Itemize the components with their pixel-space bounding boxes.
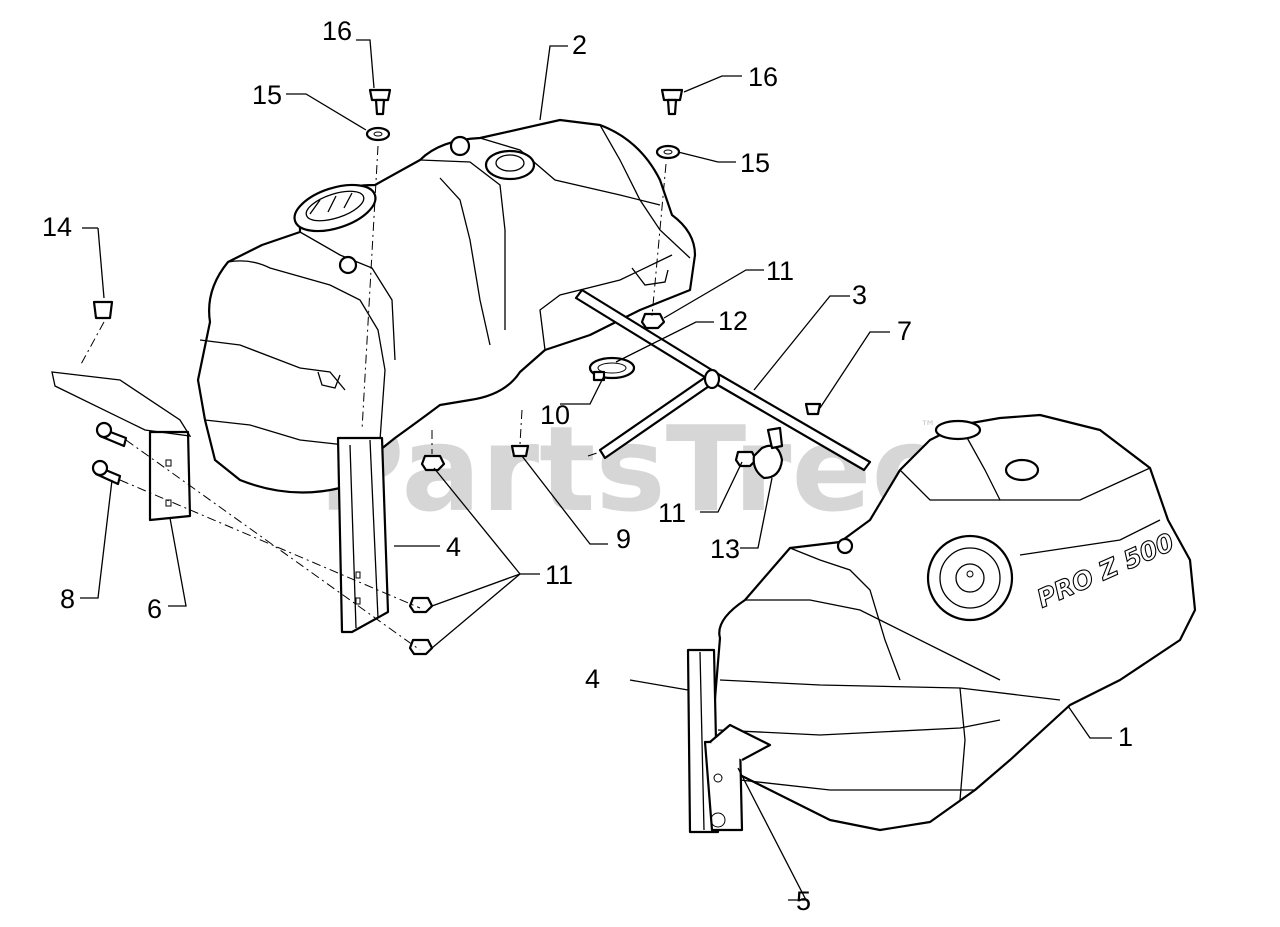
bolt-icon xyxy=(91,421,128,486)
callout-8: 8 xyxy=(60,584,75,614)
nut-icon xyxy=(408,312,758,656)
callout-13: 13 xyxy=(710,534,740,564)
callout-3: 3 xyxy=(852,280,867,310)
callout-4-right: 4 xyxy=(585,664,600,694)
callout-6: 6 xyxy=(147,594,162,624)
fuel-tank-lower: PRO Z 500 xyxy=(710,413,1197,832)
fuel-cap-lower-icon xyxy=(926,534,1014,622)
callout-14: 14 xyxy=(42,212,72,242)
callout-12: 12 xyxy=(718,306,748,336)
callout-5: 5 xyxy=(796,886,811,916)
clamp-icon xyxy=(588,356,636,382)
callout-11-line: 11 xyxy=(658,498,686,528)
callout-11-brackets: 11 xyxy=(545,560,573,590)
screw-icon xyxy=(368,88,684,116)
plug-icon xyxy=(92,300,114,320)
fuel-cap-upper-icon xyxy=(293,183,377,233)
tank-bracket-front xyxy=(703,723,772,832)
mounting-strap-left xyxy=(336,436,390,634)
callout-7: 7 xyxy=(897,316,912,346)
mount-plate xyxy=(51,371,192,522)
clamp-icon xyxy=(752,426,784,480)
vent-fitting-icon xyxy=(1004,458,1040,482)
callout-11-upper: 11 xyxy=(766,256,794,286)
watermark-trademark: ™ xyxy=(920,417,936,436)
callout-4-left: 4 xyxy=(446,532,461,562)
fuel-line xyxy=(574,288,872,472)
watermark: PartsTree xyxy=(318,400,952,538)
callout-10: 10 xyxy=(540,400,570,430)
callout-1: 1 xyxy=(1118,722,1133,752)
callouts: 1 2 3 4 4 5 6 7 8 9 10 11 11 11 12 13 14… xyxy=(42,16,1133,916)
callout-15-right: 15 xyxy=(740,148,770,178)
leader-lines xyxy=(80,39,1112,901)
callout-16-left: 16 xyxy=(322,16,352,46)
callout-9: 9 xyxy=(616,524,631,554)
callout-2: 2 xyxy=(572,30,587,60)
callout-15-left: 15 xyxy=(252,80,282,110)
fuel-gauge-icon xyxy=(934,419,982,441)
vent-fitting-lower-icon xyxy=(338,255,358,275)
screw-icon xyxy=(510,402,822,458)
assembly-lines xyxy=(79,145,667,651)
callout-16-right: 16 xyxy=(748,62,778,92)
vent-fitting-icon xyxy=(449,135,471,157)
